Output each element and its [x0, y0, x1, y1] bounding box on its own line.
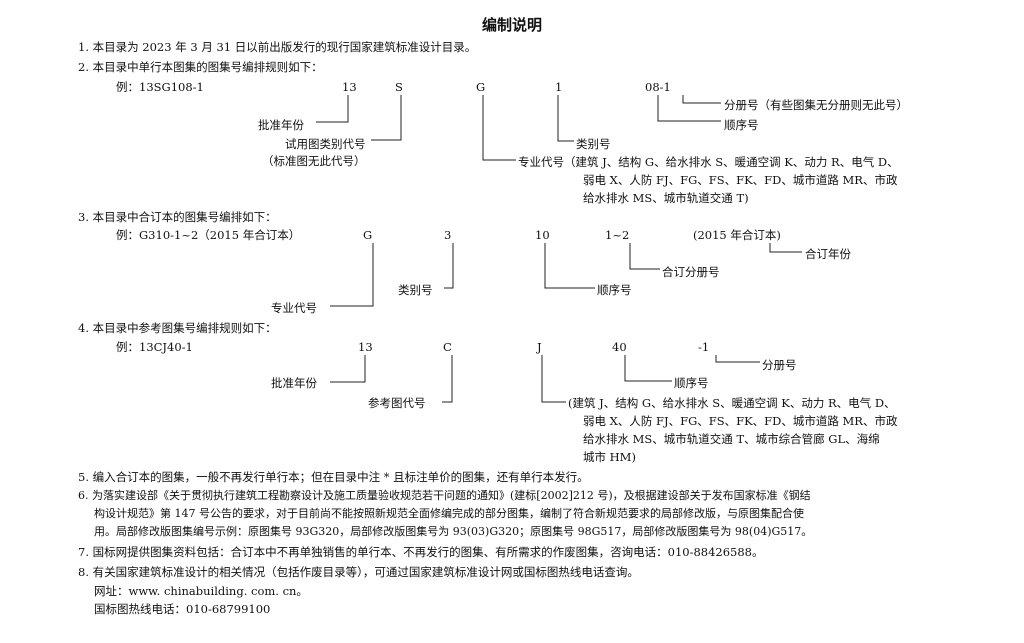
- label-trial-note: （标准图无此代号）: [262, 154, 366, 168]
- connector-volume: [629, 243, 660, 270]
- label-major: (建筑 J、结构 G、给水排水 S、暖通空调 K、动力 R、电气 D、: [568, 396, 896, 410]
- label-year: 批准年份: [271, 376, 317, 390]
- code-part-trial: S: [395, 80, 403, 94]
- label-category: 类别号: [576, 137, 611, 151]
- item-4-text: 4. 本目录中参考图集号编排规则如下：: [78, 321, 277, 335]
- label-trial: 试用图类别代号: [285, 137, 366, 151]
- code-part-category: 3: [444, 228, 452, 242]
- label-major-cont: 弱电 X、人防 FJ、FG、FS、FK、FD、城市道路 MR、市政: [583, 414, 898, 428]
- code-part-order: 40: [612, 340, 627, 354]
- connector-year: [316, 95, 349, 123]
- label-volume: 合订分册号: [662, 265, 720, 279]
- connector-edition-year: [769, 243, 802, 253]
- connector-category: [444, 243, 454, 289]
- connector-major: [482, 95, 516, 161]
- code-part-year: 13: [358, 340, 373, 354]
- connector-ref: [442, 355, 453, 403]
- connector-volume: [682, 95, 721, 104]
- item-8-text: 8. 有关国家建筑标准设计的相关情况（包括作废目录等），可通过国家建筑标准设计网…: [78, 565, 639, 579]
- connector-major: [541, 355, 566, 403]
- label-edition-year: 合订年份: [805, 247, 851, 261]
- code-part-major: J: [537, 340, 542, 354]
- label-order: 顺序号: [674, 376, 709, 390]
- label-volume: 分册号（有些图集无分册则无此号）: [724, 98, 908, 112]
- label-major: 专业代号: [271, 301, 317, 315]
- label-order: 顺序号: [597, 283, 632, 297]
- code-part-major: G: [476, 80, 486, 94]
- label-major-cont: 给水排水 MS、城市轨道交通 T): [583, 191, 749, 205]
- label-major-cont: 城市 HM): [583, 450, 636, 464]
- code-part-order: 10: [535, 228, 550, 242]
- item-1-text: 1. 本目录为 2023 年 3 月 31 日以前出版发行的现行国家建筑标准设计…: [78, 40, 477, 54]
- code-part-major: G: [363, 228, 373, 242]
- connector-order: [657, 95, 721, 122]
- item-3-example: 例：G310-1~2（2015 年合订本）: [116, 228, 301, 242]
- label-major-cont: 弱电 X、人防 FJ、FG、FS、FK、FD、城市道路 MR、市政: [583, 173, 898, 187]
- code-part-volume: -1: [698, 340, 710, 354]
- label-order: 顺序号: [724, 118, 759, 132]
- label-year: 批准年份: [258, 118, 304, 132]
- connector-trial: [371, 95, 402, 141]
- connector-order: [624, 355, 672, 382]
- connector-volume: [715, 355, 760, 363]
- connector-order: [544, 243, 595, 289]
- label-major-cont: 给水排水 MS、城市轨道交通 T、城市综合管廊 GL、海绵: [583, 432, 880, 446]
- hotline: 国标图热线电话：010-68799100: [94, 602, 271, 616]
- label-major: 专业代号（建筑 J、结构 G、给水排水 S、暖通空调 K、动力 R、电气 D、: [518, 155, 899, 169]
- website: 网址：www. chinabuilding. com. cn。: [94, 584, 308, 598]
- item-2-example: 例：13SG108-1: [116, 80, 204, 94]
- code-part-volume: 1~2: [605, 228, 630, 242]
- code-part-order-volume: 08-1: [645, 80, 671, 94]
- label-volume: 分册号: [762, 358, 797, 372]
- item-2-text: 2. 本目录中单行本图集的图集号编排规则如下：: [78, 60, 323, 74]
- item-6-text: 6. 为落实建设部《关于贯彻执行建筑工程勘察设计及施工质量验收规范若干问题的通知…: [78, 489, 811, 502]
- code-part-edition: (2015 年合订本): [693, 228, 781, 242]
- item-5-text: 5. 编入合订本的图集，一般不再发行单行本；但在目录中注 * 且标注单价的图集，…: [78, 470, 589, 484]
- page-title: 编制说明: [481, 16, 542, 34]
- code-part-category: 1: [555, 80, 563, 94]
- code-part-year: 13: [342, 80, 357, 94]
- item-6-text-cont: 用。局部修改版图集编号示例：原图集号 93G320，局部修改版图集号为 93(0…: [94, 525, 813, 538]
- item-6-text-cont: 构设计规范》第 147 号公告的要求，对于目前尚不能按照新规范全面修编完成的部分…: [94, 507, 804, 520]
- connector-major: [330, 243, 374, 307]
- item-3-text: 3. 本目录中合订本的图集号编排如下：: [78, 210, 277, 224]
- label-ref: 参考图代号: [368, 396, 426, 410]
- code-part-ref: C: [443, 340, 452, 354]
- item-7-text: 7. 国标网提供图集资料包括：合订本中不再单独销售的单行本、不再发行的图集、有所…: [78, 545, 764, 559]
- connector-year: [330, 355, 366, 383]
- connector-category: [557, 95, 574, 142]
- item-4-example: 例：13CJ40-1: [116, 340, 193, 354]
- label-category: 类别号: [398, 283, 433, 297]
